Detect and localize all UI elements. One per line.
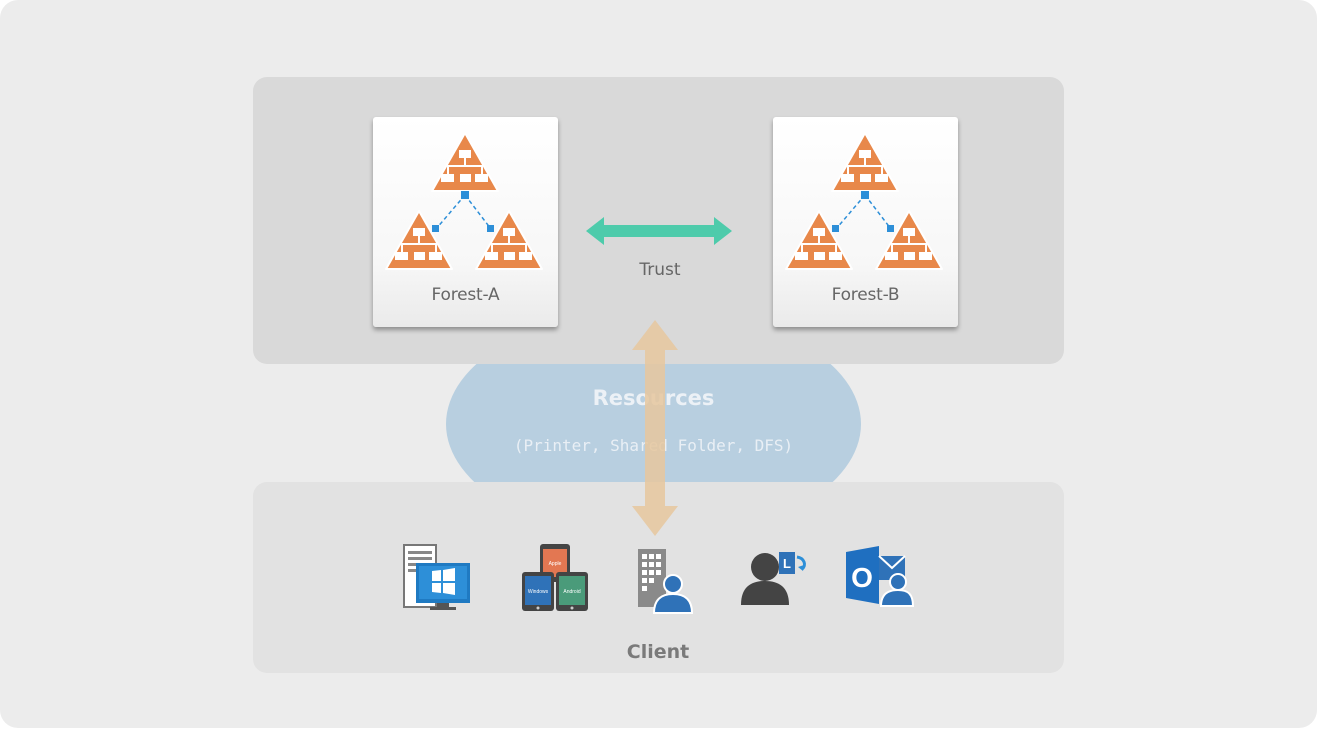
forest-tree-icon xyxy=(385,132,543,270)
android-device-label: Android xyxy=(563,589,580,595)
windows-pc-icon xyxy=(403,544,470,610)
forest-a-card: Forest-A xyxy=(373,117,558,327)
trust-double-arrow-icon xyxy=(586,217,732,245)
building-user-icon xyxy=(638,549,694,614)
trust-label: Trust xyxy=(639,260,681,280)
client-label: Client xyxy=(626,641,690,663)
outlook-letter: O xyxy=(851,562,873,593)
lync-letter: L xyxy=(783,556,791,571)
forest-b-label: Forest-B xyxy=(831,285,900,305)
access-double-arrow-icon xyxy=(632,320,678,536)
apple-device-label: Apple xyxy=(549,561,562,567)
mobile-devices-icon: Apple Windows Android xyxy=(522,544,588,611)
forest-a-label: Forest-A xyxy=(431,285,500,305)
lync-user-icon: L xyxy=(741,552,806,605)
forest-tree-icon xyxy=(785,132,943,270)
outlook-user-icon: O xyxy=(846,546,915,607)
windows-device-label: Windows xyxy=(528,589,549,595)
forest-b-card: Forest-B xyxy=(773,117,958,327)
